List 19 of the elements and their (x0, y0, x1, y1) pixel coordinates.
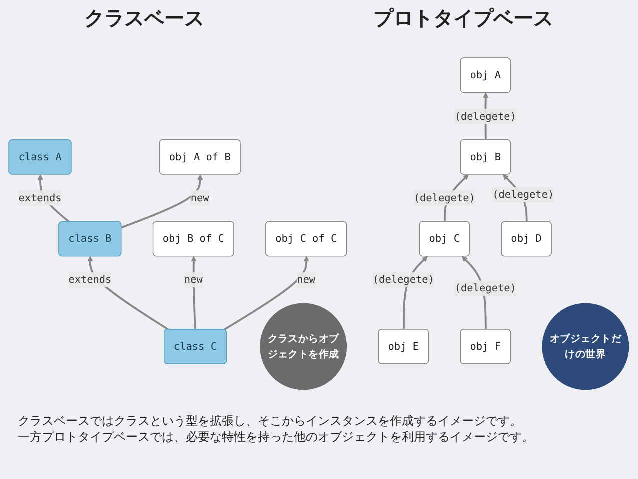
edge-label: new (190, 191, 210, 204)
arrow (224, 256, 310, 330)
edge-label: extends (68, 273, 112, 286)
caption-text: クラスベースではクラスという型を拡張し、そこからインスタンスを作成するイメージです。 (18, 413, 523, 429)
edge-label: (delegete) (454, 281, 516, 294)
node-circle: オブジェクトだけの世界 (542, 302, 630, 390)
edge-label: new (297, 273, 316, 286)
edge-label: (delegete) (454, 110, 516, 122)
arrow (191, 256, 197, 330)
edge-label: extends (18, 191, 62, 204)
edge-label: new (184, 273, 203, 286)
section-heading: プロトタイプベース (374, 4, 554, 32)
node-circle: クラスからオブジェクトを作成 (260, 302, 348, 390)
edge-label: (delegete) (492, 188, 554, 200)
arrow (121, 174, 204, 228)
caption-text: 一方プロトタイプベースでは、必要な特性を持った他のオブジェクトを利用するイメージです。 (18, 429, 535, 445)
edge-label: (delegete) (414, 191, 476, 204)
edge-label: (delegete) (372, 273, 434, 286)
section-heading: クラスベース (84, 4, 204, 32)
